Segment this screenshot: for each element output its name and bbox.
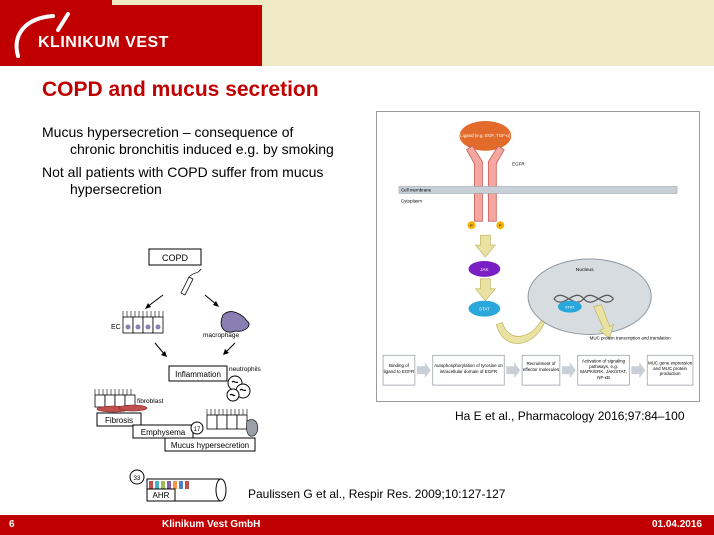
- stat-nuclear-label: STAT: [565, 305, 575, 310]
- logo-text: KLINIKUM VEST: [38, 34, 169, 51]
- cell-membrane-label: Cell membrane: [401, 187, 432, 192]
- cytoplasm-label: Cytoplasm: [401, 198, 422, 203]
- stat-nuclear-node: [557, 300, 582, 313]
- cell-membrane: [398, 186, 678, 194]
- step-1-label: Binding of ligand to EGFR: [383, 363, 415, 374]
- fibrosis-label: Fibrosis: [105, 416, 133, 425]
- egfr-receptor-icon: [465, 145, 505, 222]
- neutrophils-icon: [226, 375, 251, 402]
- nucleus-label: Nucleus: [576, 267, 594, 273]
- bullet-list: Mucus hypersecretion – consequence of ch…: [42, 124, 342, 204]
- inflammation-label: Inflammation: [175, 370, 221, 379]
- epithelial-cells-icon: [122, 311, 164, 334]
- bullet-item: Not all patients with COPD suffer from m…: [42, 164, 324, 197]
- slide-title: COPD and mucus secretion: [42, 78, 319, 101]
- step-3-label: Recruitment of effector molecules: [522, 361, 560, 372]
- marker-17: 17: [194, 427, 201, 433]
- step-2-label: Autophosphorylation of tyrosine on intra…: [434, 363, 503, 374]
- stat-label: STAT: [479, 307, 490, 312]
- footer-organization: Klinikum Vest GmbH: [162, 519, 261, 530]
- step-5-label: MUC gene expression and MUC protein prod…: [647, 360, 693, 377]
- egfr-pathway-diagram: Ligand (e.g. EGF, TGF-α) EGFR Cell membr…: [376, 111, 700, 402]
- copd-diagram: COPD EC macrophage Inflammation neutroph…: [94, 248, 262, 502]
- page-number: 6: [9, 519, 15, 530]
- fibroblast-label: fibroblast: [137, 398, 164, 405]
- header-beige-panel: [262, 0, 714, 66]
- nucleus: [527, 258, 652, 335]
- goblet-cells-icon: [206, 409, 259, 437]
- mucus-hypersecretion-label: Mucus hypersecretion: [171, 441, 249, 450]
- egfr-label: EGFR: [512, 162, 525, 167]
- header-brand-bar: [0, 0, 262, 66]
- dna-helix-icon: [553, 294, 614, 303]
- neutrophils-label: neutrophils: [229, 366, 262, 373]
- header-accent-strip: [112, 0, 262, 5]
- phospho-right-label: P: [499, 223, 502, 228]
- citation-ha: Ha E et al., Pharmacology 2016;97:84–100: [455, 409, 685, 423]
- phospho-left-label: P: [470, 223, 473, 228]
- citation-paulissen: Paulissen G et al., Respir Res. 2009;10:…: [248, 487, 506, 501]
- muc-transcription-label: MUC protein transcription and translatio…: [590, 335, 671, 340]
- ec-label: EC: [111, 324, 121, 331]
- footer-bar: 6 Klinikum Vest GmbH 01.04.2016: [0, 515, 714, 535]
- stat-node: [468, 300, 501, 317]
- copd-label: COPD: [162, 253, 189, 263]
- jak-node: [468, 260, 501, 277]
- marker-33: 33: [134, 476, 141, 482]
- ligand-label: Ligand (e.g. EGF, TGF-α): [460, 133, 511, 138]
- step-4-label: Activation of signaling pathways, e.g. M…: [580, 358, 627, 380]
- jak-label: JAK: [480, 267, 488, 272]
- ahr-label: AHR: [153, 491, 170, 500]
- macrophage-label: macrophage: [203, 332, 240, 339]
- logo-arc-icon: [14, 12, 70, 58]
- pathway-steps: [382, 354, 694, 386]
- fibroblast-cells-icon: [94, 389, 148, 413]
- footer-date: 01.04.2016: [651, 519, 702, 530]
- macrophage-icon: [220, 311, 250, 333]
- bullet-item: Mucus hypersecretion – consequence of ch…: [42, 124, 334, 157]
- ligand-icon: [459, 120, 512, 151]
- emphysema-label: Emphysema: [141, 428, 186, 437]
